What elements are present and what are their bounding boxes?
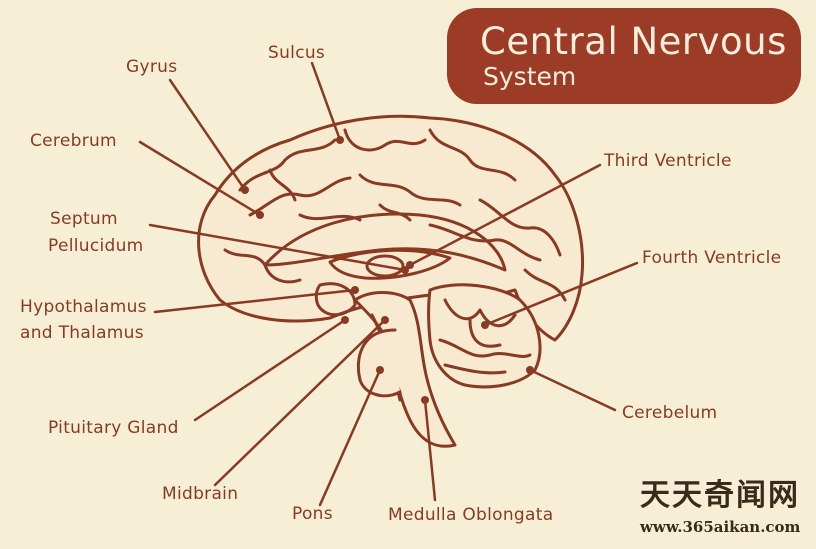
- label-hypothalamus-line1: Hypothalamus: [20, 297, 147, 317]
- label-midbrain: Midbrain: [162, 484, 239, 504]
- label-hypothalamus-line2: and Thalamus: [20, 323, 144, 343]
- label-third-ventricle: Third Ventricle: [604, 151, 732, 171]
- label-fourth-ventricle: Fourth Ventricle: [642, 248, 782, 268]
- pons: [356, 328, 402, 398]
- watermark-logo: 天天奇闻网: [640, 478, 800, 513]
- label-cerebelum: Cerebelum: [622, 403, 718, 423]
- label-pituitary: Pituitary Gland: [48, 418, 179, 438]
- thalamus: [365, 254, 405, 278]
- label-medulla: Medulla Oblongata: [388, 505, 554, 525]
- diagram-subtitle: System: [483, 62, 577, 91]
- label-cerebrum: Cerebrum: [30, 131, 117, 151]
- label-sulcus: Sulcus: [268, 43, 326, 63]
- label-septum-line1: Septum: [50, 209, 118, 229]
- corpus-callosum: [263, 212, 507, 272]
- label-gyrus: Gyrus: [126, 57, 178, 77]
- title-banner: [447, 8, 801, 104]
- cerebellum: [427, 283, 542, 389]
- diagram-title: Central Nervous: [480, 20, 787, 63]
- label-pons: Pons: [292, 504, 333, 524]
- watermark-url: www.365aikan.com: [640, 518, 801, 536]
- label-septum-line2: Pellucidum: [48, 236, 144, 256]
